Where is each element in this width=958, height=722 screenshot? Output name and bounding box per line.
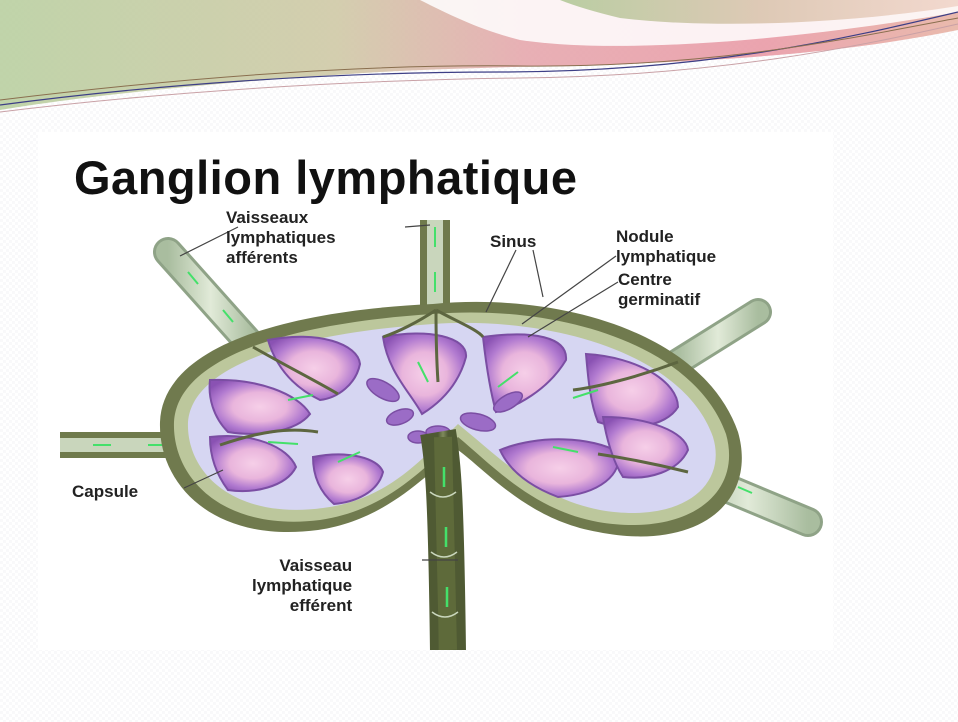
label-nodule: Nodule lymphatique <box>616 227 716 267</box>
figure-panel: Ganglion lymphatique Vaisseaux lymphatiq… <box>38 132 833 650</box>
label-capsule: Capsule <box>72 482 138 502</box>
afferent-vessel-top <box>420 220 450 310</box>
lymph-node-illustration <box>38 132 833 650</box>
efferent-vessel <box>430 432 458 650</box>
label-germinal-center: Centre germinatif <box>618 270 700 310</box>
header-banner <box>0 0 958 120</box>
diagram-title: Ganglion lymphatique <box>74 150 578 205</box>
label-afferent: Vaisseaux lymphatiques afférents <box>226 208 336 268</box>
label-efferent: Vaisseau lymphatique efférent <box>252 556 352 616</box>
afferent-vessel-right-top <box>678 312 758 362</box>
label-sinus: Sinus <box>490 232 536 252</box>
